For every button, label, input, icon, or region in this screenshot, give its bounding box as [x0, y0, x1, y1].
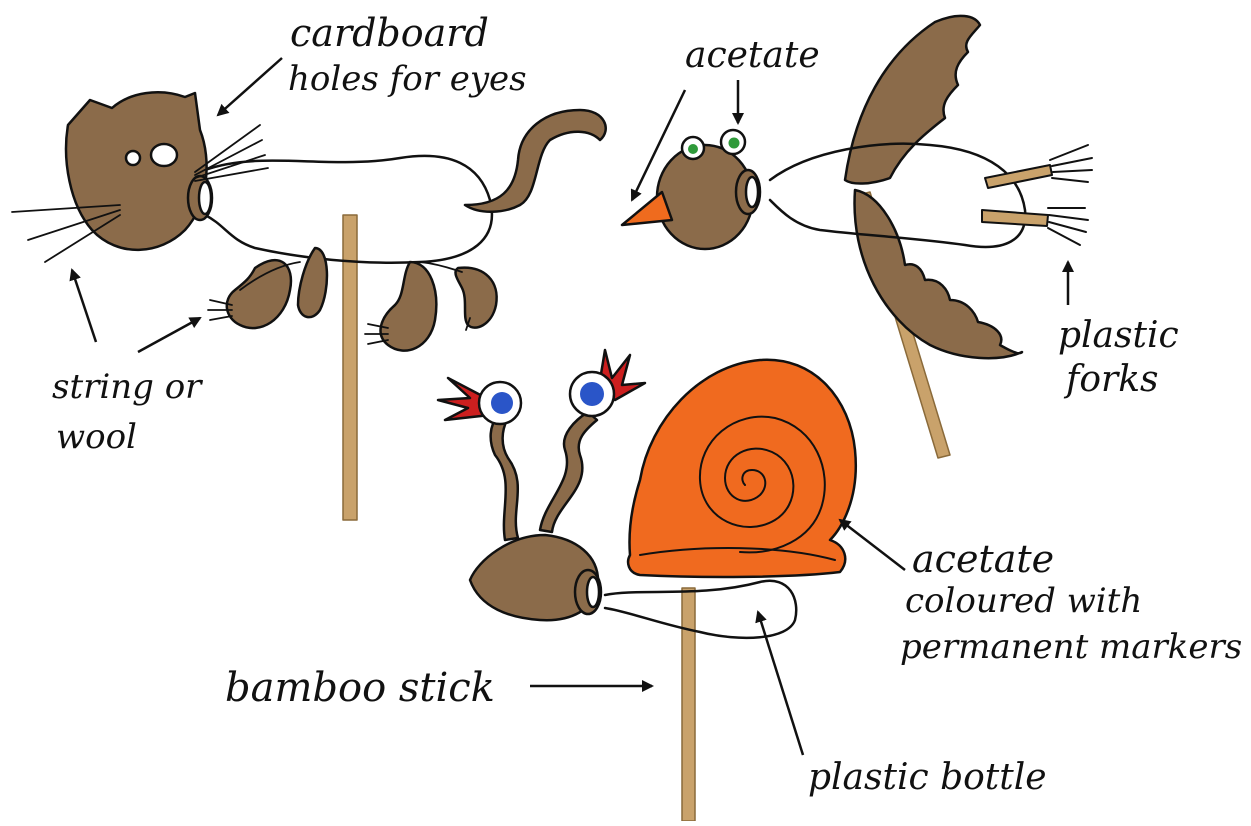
- arrow-string-right: [138, 318, 200, 352]
- label-plastic: plastic: [1058, 318, 1179, 354]
- cat-leg-3: [381, 262, 437, 351]
- snail-antenna-left: [491, 418, 518, 540]
- cat-leg-2: [298, 248, 327, 317]
- label-plastic-bottle: plastic bottle: [808, 760, 1047, 796]
- label-forks: forks: [1066, 362, 1159, 398]
- label-coloured-with: coloured with: [905, 584, 1142, 618]
- snail-bamboo-stick: [682, 588, 695, 821]
- cat-eye-hole-left: [126, 151, 140, 165]
- bird-beak: [622, 192, 672, 225]
- arrow-cardboard: [218, 58, 282, 115]
- bird-fork-bottom: [982, 208, 1088, 245]
- cat-tail: [465, 110, 606, 212]
- cat-leg-4: [455, 268, 496, 328]
- arrow-acetate-shell: [840, 520, 905, 570]
- snail-antenna-right: [540, 412, 597, 532]
- cat-leg-1: [227, 260, 291, 328]
- cat-head: [66, 92, 207, 250]
- label-wool: wool: [56, 420, 137, 454]
- bird-fork-top: [985, 145, 1092, 188]
- snail-shell: [628, 360, 856, 577]
- snail-body-bottle: [605, 581, 796, 638]
- cat-eye-hole-right: [151, 144, 177, 166]
- arrow-string-up: [72, 270, 96, 342]
- snail-puppet: [438, 350, 856, 821]
- bird-wing-top: [845, 16, 980, 184]
- label-acetate-bottom: acetate: [912, 540, 1054, 578]
- label-holes-for-eyes: holes for eyes: [288, 62, 527, 96]
- label-cardboard: cardboard: [290, 14, 489, 52]
- label-bamboo-stick: bamboo stick: [225, 668, 495, 708]
- label-acetate-top: acetate: [685, 38, 820, 74]
- label-permanent-markers: permanent markers: [900, 630, 1242, 664]
- label-string-or: string or: [52, 370, 201, 404]
